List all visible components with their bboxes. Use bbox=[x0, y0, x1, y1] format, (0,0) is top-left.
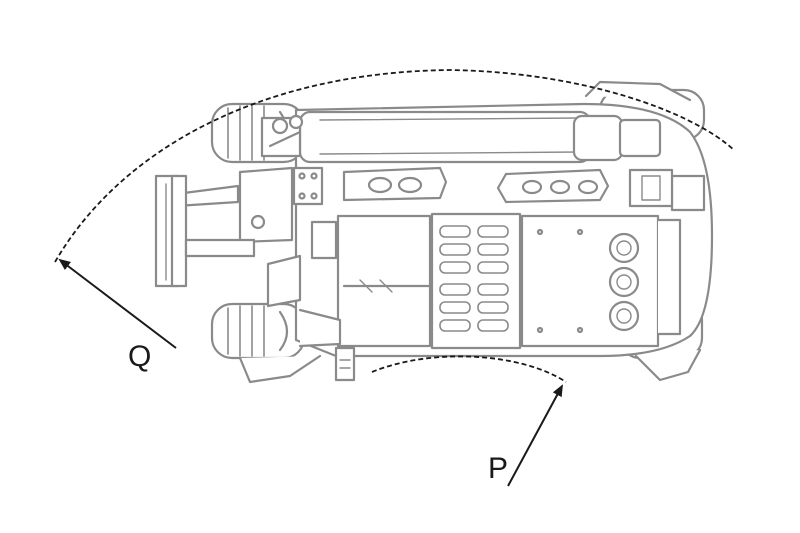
wheel-icon bbox=[210, 302, 306, 360]
arrow-icon bbox=[507, 384, 563, 487]
arrow-icon bbox=[58, 258, 177, 349]
inner-radius-label: P bbox=[488, 452, 509, 485]
outer-radius-label: Q bbox=[128, 340, 152, 373]
gauge-icon bbox=[608, 232, 640, 332]
inner-turning-arc bbox=[371, 355, 567, 383]
machine-top-view-icon bbox=[154, 80, 714, 384]
outer-turning-arc bbox=[54, 69, 735, 263]
grille-icon bbox=[439, 225, 509, 332]
